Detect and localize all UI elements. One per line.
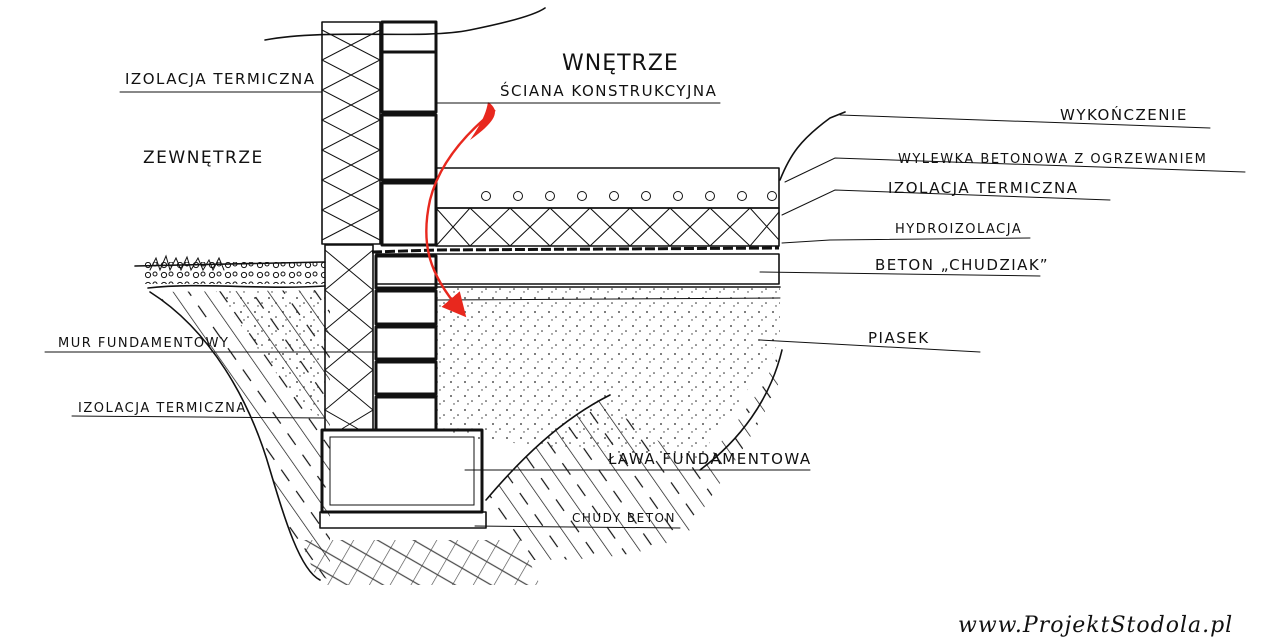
label-waterproofing: HYDROIZOLACJA <box>895 222 1022 237</box>
heat-arrow-source <box>470 102 495 140</box>
label-structural-wall: ŚCIANA KONSTRUKCYJNA <box>500 81 717 100</box>
lean-concrete-base <box>319 511 487 529</box>
label-lean-concrete-bottom: CHUDY BETON <box>572 511 676 525</box>
label-lean-concrete: BETON „CHUDZIAK” <box>875 256 1049 274</box>
sand-layer <box>436 287 780 460</box>
watermark-website: www.ProjektStodola.pl <box>958 613 1233 638</box>
structural-wall <box>380 20 438 247</box>
under-footing-soil <box>300 540 540 585</box>
heat-flow-arrow <box>425 109 496 318</box>
waterproofing-line <box>371 246 780 254</box>
interior-soil <box>486 350 780 560</box>
heated-screed <box>435 167 780 209</box>
label-heated-screed: WYLEWKA BETONOWA Z OGRZEWANIEM <box>898 152 1207 167</box>
ground-surface <box>134 254 326 289</box>
label-finish: WYKOŃCZENIE <box>1060 105 1188 124</box>
floor-thermal-insulation <box>435 207 780 247</box>
label-sand: PIASEK <box>868 329 930 347</box>
sky-outline <box>264 7 546 41</box>
label-interior: WNĘTRZE <box>562 51 679 76</box>
foundation-footing <box>320 428 484 514</box>
label-floor-thermal-insulation: IZOLACJA TERMICZNA <box>888 179 1079 197</box>
label-footing: ŁAWA FUNDAMENTOWA <box>607 450 812 468</box>
exterior-soil-dots <box>215 290 325 420</box>
foundation-wall <box>374 254 438 432</box>
label-exterior: ZEWNĘTRZE <box>143 148 264 168</box>
finish-edge <box>779 111 846 181</box>
label-foundation-wall: MUR FUNDAMENTOWY <box>58 336 229 351</box>
leader-lines <box>44 91 1246 529</box>
wall-thermal-insulation <box>320 21 382 245</box>
foundation-thermal-insulation <box>324 244 374 431</box>
label-foundation-thermal-insulation: IZOLACJA TERMICZNA <box>78 401 247 416</box>
label-thermal-insulation-top: IZOLACJA TERMICZNA <box>125 70 316 88</box>
